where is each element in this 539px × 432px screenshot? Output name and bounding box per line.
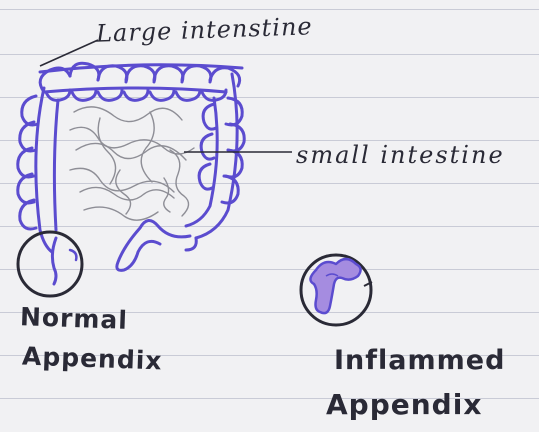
inflamed-appendix-label-line2: Appendix [326,388,482,421]
large-intestine-pointer [40,40,98,66]
inflamed-appendix-label-line1: Inflammed [334,345,505,376]
normal-appendix-label-line1: Normal [20,302,129,335]
leader-lines [40,40,292,152]
small-intestine [70,107,194,220]
large-intestine [18,63,244,270]
small-intestine-label: small intestine [296,141,505,169]
normal-appendix-label-line2: Appendix [22,342,163,376]
normal-appendix-figure [18,232,82,296]
inflamed-appendix-figure [301,255,372,325]
